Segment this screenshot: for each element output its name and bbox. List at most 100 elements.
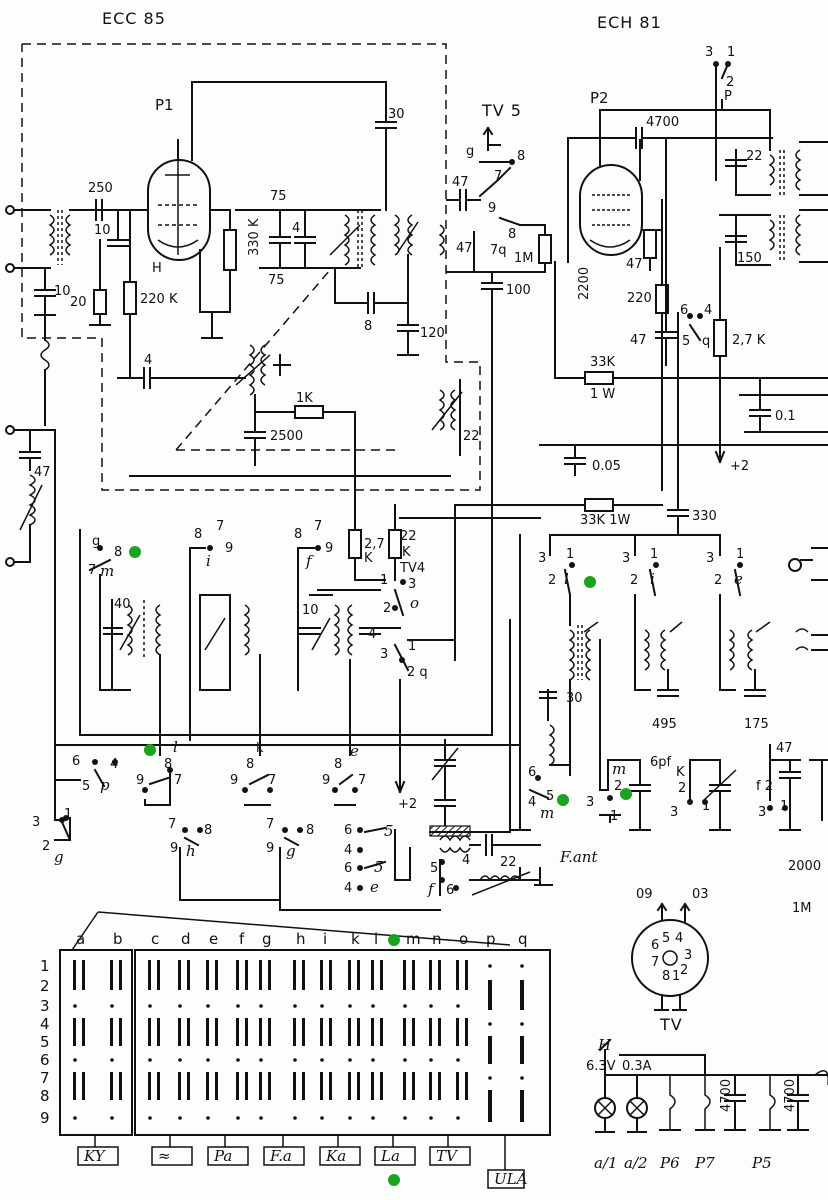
- matrix-bar: [488, 1090, 492, 1122]
- socket-pin-6: 6: [651, 938, 659, 953]
- tv4-o: o: [410, 594, 419, 612]
- matrix-dot: [320, 1116, 324, 1120]
- cap-250: [95, 199, 103, 221]
- label-r20: 20: [70, 295, 87, 310]
- label-r1m: 1M: [514, 251, 534, 266]
- matrix-bar: [488, 1036, 492, 1064]
- label-c4700: 4700: [646, 115, 679, 130]
- trsw-p: P: [724, 89, 732, 104]
- antsw-4e: 4: [344, 881, 352, 896]
- matrix-bar: [236, 1072, 239, 1100]
- brsw-2: 2: [42, 839, 50, 854]
- matrix-bar: [429, 960, 432, 990]
- matrix-bar: [245, 1072, 248, 1100]
- matrix-col-i: i: [323, 930, 327, 948]
- tube-ref-p2: P2: [590, 89, 609, 107]
- tv5-8: 8: [517, 149, 525, 164]
- matrix-button-frame: [319, 1146, 361, 1166]
- label-c4a: 4: [292, 221, 300, 236]
- matrix-dot: [110, 1116, 114, 1120]
- tv4-1: 1: [380, 573, 388, 588]
- matrix-bar: [357, 1018, 360, 1046]
- tv5-8b: 8: [508, 227, 516, 242]
- tube-type-ecc85: ECC 85: [102, 9, 166, 28]
- matrix-bar: [403, 960, 406, 990]
- matrix-bar: [429, 1072, 432, 1100]
- matrix-bar: [119, 960, 122, 990]
- matrix-dot: [178, 1116, 182, 1120]
- tube-ref-p1: P1: [155, 96, 174, 114]
- sw-right-f: f: [305, 552, 314, 570]
- matrix-bar: [403, 1072, 406, 1100]
- matrix-bar: [73, 1072, 76, 1100]
- osc-coil: [117, 344, 356, 531]
- matrix-dot: [236, 1058, 240, 1062]
- brsw-h: h: [186, 842, 196, 860]
- matrix-dot: [320, 1004, 324, 1008]
- resistor-1m: [481, 224, 552, 736]
- matrix-col-k: k: [351, 930, 360, 948]
- brsw-8: 8: [204, 823, 212, 838]
- matrix-bar: [380, 960, 383, 990]
- matrix-bar: [148, 1018, 151, 1046]
- label-c01: 0.1: [775, 409, 796, 424]
- top-right-switch: [713, 61, 731, 181]
- tube-ech81: [567, 109, 773, 491]
- matrix-bar: [110, 960, 113, 990]
- rf-2c: 2: [714, 573, 722, 588]
- trsw-3: 3: [705, 45, 713, 60]
- matrix-contacts: [73, 960, 524, 1122]
- label-c22b: 22: [500, 855, 517, 870]
- matrix-col-o: o: [459, 930, 468, 948]
- label-c47k: 47: [626, 257, 643, 272]
- matrix-col-l: l: [374, 930, 378, 948]
- matrix-bar: [520, 1036, 524, 1064]
- label-c22: 22: [746, 149, 763, 164]
- matrix-dot: [110, 1004, 114, 1008]
- msw-m2: m: [612, 760, 626, 778]
- antsw-e: e: [370, 878, 379, 896]
- matrix-dot: [456, 1004, 460, 1008]
- blsw-7: 7: [174, 773, 182, 788]
- matrix-bar: [119, 1072, 122, 1100]
- matrix-dot: [371, 1116, 375, 1120]
- matrix-bar: [302, 1072, 305, 1100]
- matrix-dot: [429, 1116, 433, 1120]
- matrix-bar: [268, 1072, 271, 1100]
- antsw-5: 5: [384, 822, 394, 840]
- tv5-9: 9: [488, 201, 496, 216]
- matrix-button-frame: [77, 1146, 119, 1166]
- matrix-dot: [348, 1116, 352, 1120]
- blsw-9c: 9: [322, 773, 330, 788]
- matrix-bar: [465, 960, 468, 990]
- label-r22k: 22: [400, 529, 417, 544]
- label-c30: 30: [388, 107, 405, 122]
- antsw-5b: 5: [374, 858, 384, 876]
- antsw-6: 6: [344, 823, 352, 838]
- matrix-dot: [488, 1076, 492, 1080]
- heater-cap-a: 4700: [719, 1079, 734, 1112]
- brsw-9: 9: [170, 841, 178, 856]
- matrix-button-5: La: [380, 1147, 400, 1165]
- sw645q-4: 4: [704, 303, 712, 318]
- socket-pin-7: 7: [651, 955, 659, 970]
- matrix-bar: [456, 960, 459, 990]
- matrix-dot: [259, 1058, 263, 1062]
- matrix-button-frame: [429, 1146, 471, 1166]
- sw645q-6: 6: [680, 303, 688, 318]
- right-edge-fragments: [788, 547, 828, 651]
- matrix-dot: [206, 1116, 210, 1120]
- matrix-dot: [259, 1004, 263, 1008]
- green-marker: [388, 934, 400, 946]
- brsw-7b: 7: [266, 817, 274, 832]
- label-h: H: [152, 261, 162, 276]
- matrix-bar: [215, 1072, 218, 1100]
- resistor-330k: [199, 209, 237, 339]
- sw-left-8: 8: [114, 545, 122, 560]
- blsw-8k: 8: [246, 757, 254, 772]
- green-marker: [584, 576, 596, 588]
- matrix-bar: [178, 1018, 181, 1046]
- matrix-bar: [412, 960, 415, 990]
